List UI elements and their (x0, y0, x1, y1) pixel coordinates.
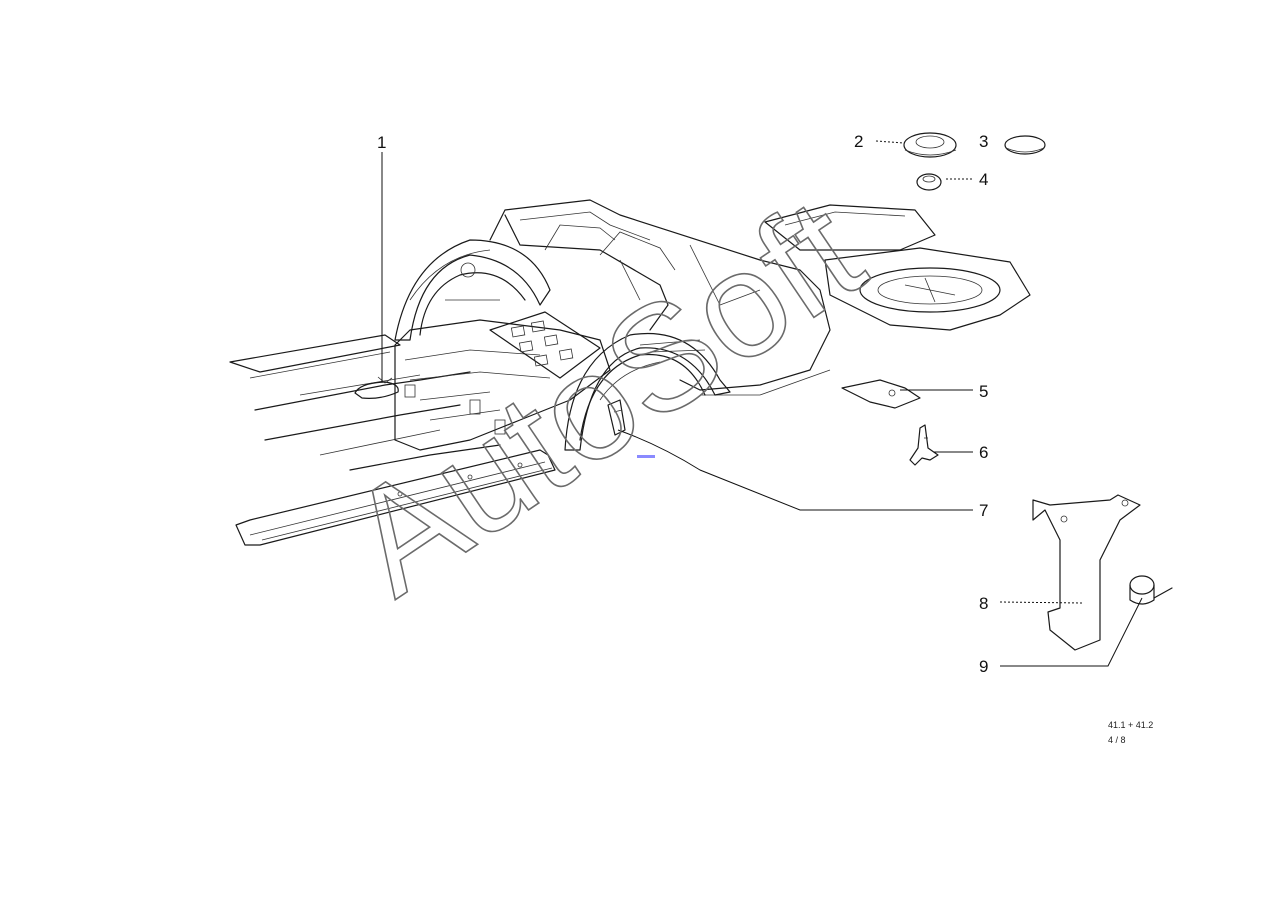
leader-lines (381, 140, 1143, 667)
callout-5[interactable]: 5 (979, 382, 988, 401)
callout-7[interactable]: 7 (979, 501, 988, 520)
reference-code: 41.1 + 41.2 4 / 8 (1108, 720, 1153, 745)
part-8-bracket (1032, 494, 1141, 651)
callout-labels: 1 2 3 4 5 6 7 8 9 (377, 132, 988, 676)
watermark: AutoSoft (319, 165, 890, 626)
part-5-plate (841, 379, 921, 409)
part-6-hook (909, 424, 939, 466)
callout-6[interactable]: 6 (979, 443, 988, 462)
callout-8[interactable]: 8 (979, 594, 988, 613)
callout-2[interactable]: 2 (854, 132, 863, 151)
reference-line-1: 41.1 + 41.2 (1108, 720, 1153, 730)
part-1-clip (354, 381, 399, 399)
reference-line-2: 4 / 8 (1108, 735, 1126, 745)
callout-1[interactable]: 1 (377, 133, 386, 152)
part-7-bracket (607, 399, 626, 436)
callout-9[interactable]: 9 (979, 657, 988, 676)
body-floor-assembly (229, 199, 1031, 546)
part-4-cap (916, 173, 942, 191)
accent-mark (637, 455, 655, 458)
part-9-strap (1129, 575, 1173, 605)
callout-3[interactable]: 3 (979, 132, 988, 151)
callout-4[interactable]: 4 (979, 170, 988, 189)
part-2-grommet (903, 132, 957, 158)
part-3-plug (1004, 135, 1046, 155)
